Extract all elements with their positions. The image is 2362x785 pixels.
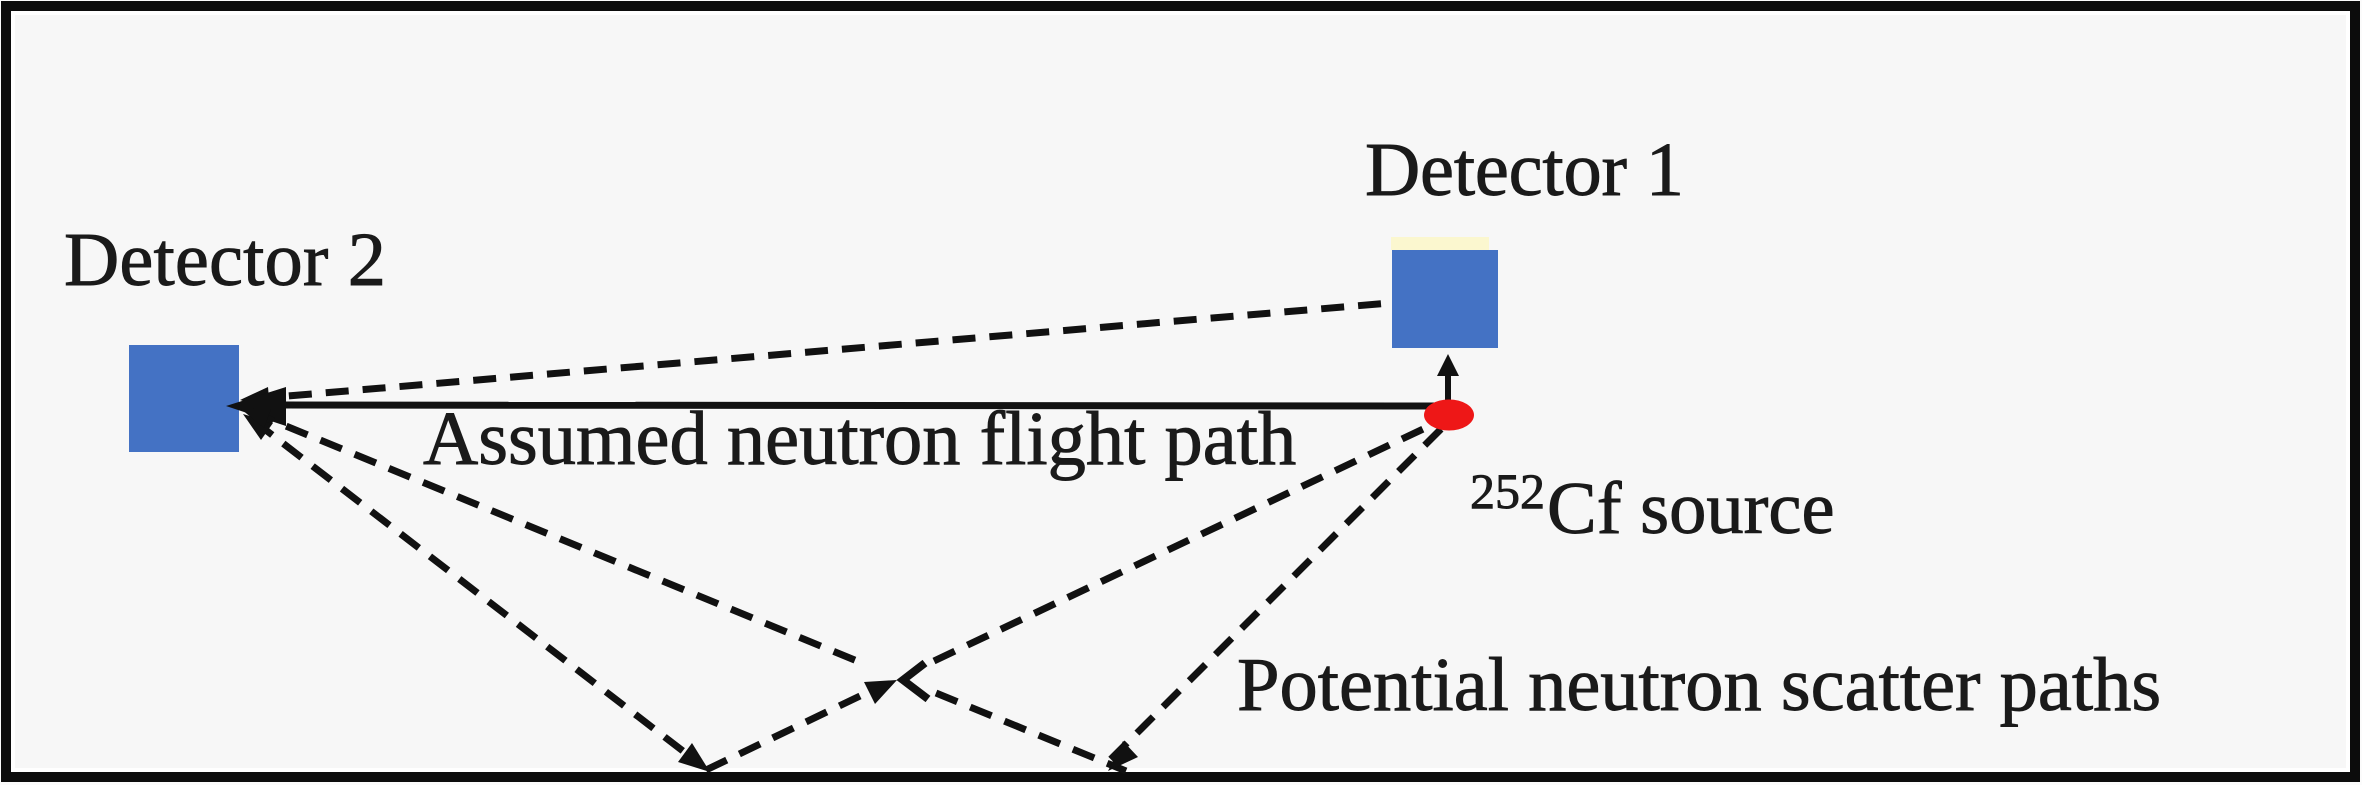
svg-text:Cf source: Cf source: [1547, 468, 1835, 550]
svg-text:Potential neutron scatter path: Potential neutron scatter paths: [1237, 642, 2161, 727]
svg-text:252: 252: [1470, 463, 1545, 519]
svg-text:Assumed neutron flight path: Assumed neutron flight path: [423, 396, 1296, 481]
svg-text:Detector 1: Detector 1: [1365, 127, 1684, 212]
svg-text:Detector 2: Detector 2: [64, 217, 386, 302]
